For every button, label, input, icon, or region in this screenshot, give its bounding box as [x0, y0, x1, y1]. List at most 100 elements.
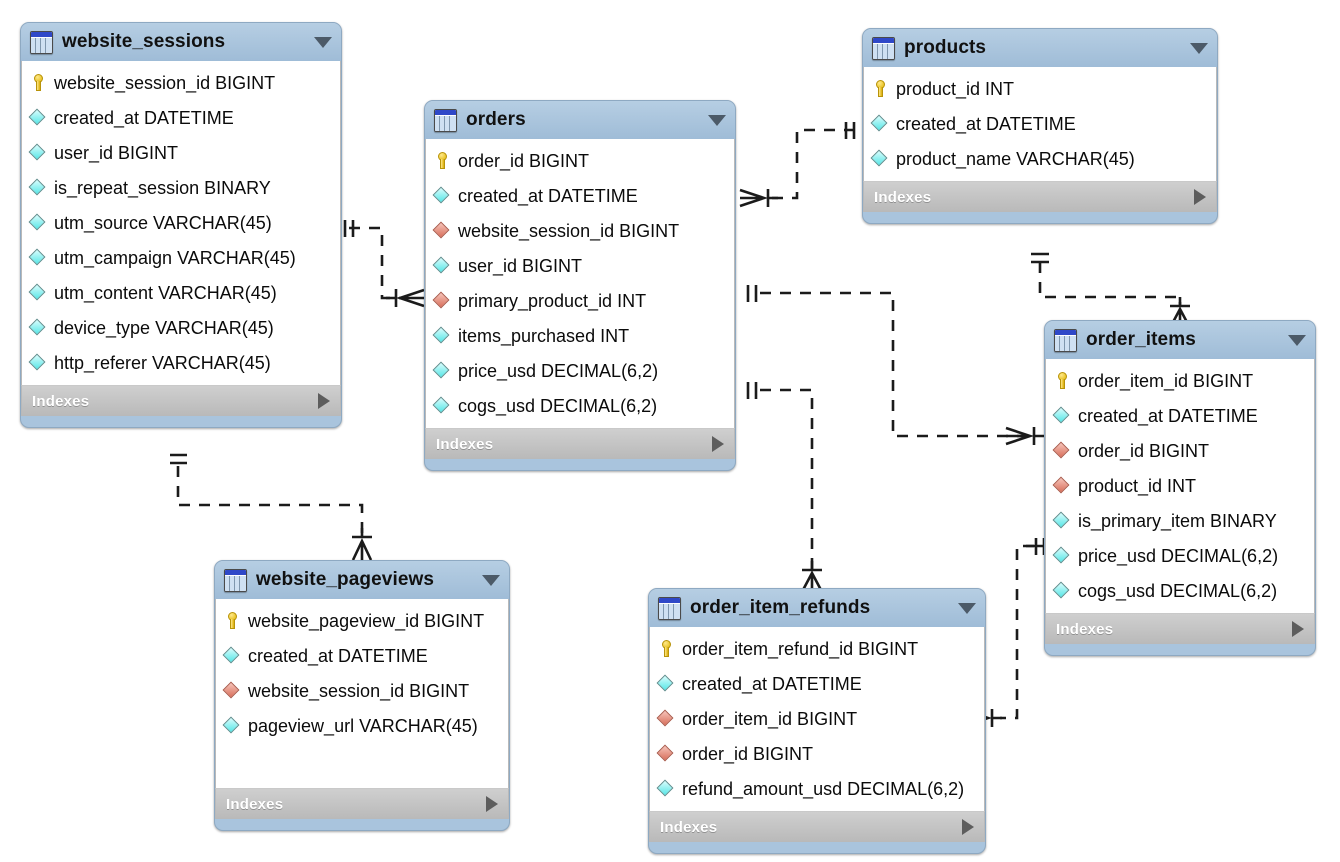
table-row[interactable]: website_pageview_id BIGINT [216, 603, 508, 638]
table-row[interactable]: website_session_id BIGINT [426, 213, 734, 248]
chevron-right-icon[interactable] [962, 819, 974, 835]
indexes-section-website_sessions[interactable]: Indexes [21, 385, 341, 416]
key-icon [30, 74, 47, 91]
marker-many-refunds-orders [801, 561, 823, 591]
column-label: refund_amount_usd DECIMAL(6,2) [682, 778, 965, 799]
cyan-diamond-icon [434, 257, 451, 274]
table-row[interactable]: price_usd DECIMAL(6,2) [426, 353, 734, 388]
table-row[interactable]: created_at DATETIME [864, 106, 1216, 141]
table-title: website_pageviews [256, 569, 435, 590]
column-label: website_session_id BIGINT [248, 680, 470, 701]
chevron-right-icon[interactable] [318, 393, 330, 409]
table-columns-order_item_refunds: order_item_refund_id BIGINT created_at D… [649, 627, 985, 811]
table-website_pageviews[interactable]: website_pageviews website_pageview_id BI… [214, 560, 510, 831]
table-row[interactable]: created_at DATETIME [216, 638, 508, 673]
column-label: device_type VARCHAR(45) [54, 317, 274, 338]
cyan-diamond-icon [1054, 512, 1071, 529]
column-label: price_usd DECIMAL(6,2) [458, 360, 659, 381]
marker-many-order_items-products [1169, 297, 1191, 327]
table-title: website_sessions [62, 31, 226, 52]
table-row[interactable]: order_id BIGINT [426, 143, 734, 178]
column-label: created_at DATETIME [896, 113, 1076, 134]
chevron-right-icon[interactable] [486, 796, 498, 812]
chevron-down-icon[interactable] [708, 114, 726, 126]
red-diamond-icon [434, 222, 451, 239]
chevron-down-icon[interactable] [1190, 42, 1208, 54]
table-header-website_sessions[interactable]: website_sessions [21, 23, 341, 61]
table-row[interactable]: items_purchased INT [426, 318, 734, 353]
connector-products-order_items [1038, 262, 1182, 305]
table-row[interactable]: website_session_id BIGINT [22, 65, 340, 100]
table-row[interactable]: created_at DATETIME [22, 100, 340, 135]
chevron-down-icon[interactable] [1288, 334, 1306, 346]
column-label: utm_campaign VARCHAR(45) [54, 247, 296, 268]
table-products[interactable]: products product_id INT created_at DATET… [862, 28, 1218, 224]
table-row[interactable]: order_item_id BIGINT [1046, 363, 1314, 398]
indexes-section-products[interactable]: Indexes [863, 181, 1217, 212]
table-row[interactable]: utm_source VARCHAR(45) [22, 205, 340, 240]
table-row[interactable]: product_id INT [1046, 468, 1314, 503]
table-row[interactable]: user_id BIGINT [22, 135, 340, 170]
red-diamond-icon [224, 682, 241, 699]
indexes-section-order_item_refunds[interactable]: Indexes [649, 811, 985, 842]
cyan-diamond-icon [30, 179, 47, 196]
table-row[interactable]: utm_content VARCHAR(45) [22, 275, 340, 310]
marker-one-ws-pv [170, 453, 187, 465]
column-label: cogs_usd DECIMAL(6,2) [1078, 580, 1278, 601]
table-row[interactable]: product_id INT [864, 71, 1216, 106]
table-header-order_items[interactable]: order_items [1045, 321, 1315, 359]
table-row[interactable]: pageview_url VARCHAR(45) [216, 708, 508, 743]
table-header-website_pageviews[interactable]: website_pageviews [215, 561, 509, 599]
table-row[interactable]: price_usd DECIMAL(6,2) [1046, 538, 1314, 573]
table-orders[interactable]: orders order_id BIGINT created_at DATETI… [424, 100, 736, 471]
table-row[interactable]: created_at DATETIME [426, 178, 734, 213]
table-row[interactable]: order_id BIGINT [1046, 433, 1314, 468]
table-row[interactable]: order_item_id BIGINT [650, 701, 984, 736]
marker-one-order_items-refunds [1026, 538, 1046, 555]
table-icon [658, 596, 681, 620]
marker-one-products-order_items [1031, 252, 1049, 264]
table-row[interactable]: order_item_refund_id BIGINT [650, 631, 984, 666]
table-order_item_refunds[interactable]: order_item_refunds order_item_refund_id … [648, 588, 986, 854]
table-row[interactable]: user_id BIGINT [426, 248, 734, 283]
table-row[interactable]: primary_product_id INT [426, 283, 734, 318]
table-row[interactable]: utm_campaign VARCHAR(45) [22, 240, 340, 275]
column-label: created_at DATETIME [248, 645, 428, 666]
table-row[interactable]: created_at DATETIME [650, 666, 984, 701]
chevron-down-icon[interactable] [958, 602, 976, 614]
table-row[interactable]: is_repeat_session BINARY [22, 170, 340, 205]
chevron-right-icon[interactable] [1292, 621, 1304, 637]
table-row[interactable]: order_id BIGINT [650, 736, 984, 771]
table-row[interactable]: http_referer VARCHAR(45) [22, 345, 340, 380]
table-row[interactable]: device_type VARCHAR(45) [22, 310, 340, 345]
table-row[interactable]: cogs_usd DECIMAL(6,2) [426, 388, 734, 423]
chevron-down-icon[interactable] [482, 574, 500, 586]
table-order_items[interactable]: order_items order_item_id BIGINT created… [1044, 320, 1316, 656]
column-label: product_id INT [1078, 475, 1197, 496]
indexes-section-order_items[interactable]: Indexes [1045, 613, 1315, 644]
table-row[interactable]: refund_amount_usd DECIMAL(6,2) [650, 771, 984, 806]
chevron-down-icon[interactable] [314, 36, 332, 48]
chevron-right-icon[interactable] [712, 436, 724, 452]
table-website_sessions[interactable]: website_sessions website_session_id BIGI… [20, 22, 342, 428]
indexes-section-orders[interactable]: Indexes [425, 428, 735, 459]
cyan-diamond-icon [30, 284, 47, 301]
table-header-orders[interactable]: orders [425, 101, 735, 139]
table-row[interactable]: product_name VARCHAR(45) [864, 141, 1216, 176]
column-label: website_session_id BIGINT [54, 72, 276, 93]
table-row[interactable]: website_session_id BIGINT [216, 673, 508, 708]
indexes-section-website_pageviews[interactable]: Indexes [215, 788, 509, 819]
chevron-right-icon[interactable] [1194, 189, 1206, 205]
table-row[interactable]: created_at DATETIME [1046, 398, 1314, 433]
table-header-order_item_refunds[interactable]: order_item_refunds [649, 589, 985, 627]
column-label: user_id BIGINT [54, 142, 179, 163]
table-row[interactable]: is_primary_item BINARY [1046, 503, 1314, 538]
table-header-products[interactable]: products [863, 29, 1217, 67]
marker-one-ws-orders [343, 220, 355, 237]
column-label: items_purchased INT [458, 325, 630, 346]
table-columns-website_sessions: website_session_id BIGINT created_at DAT… [21, 61, 341, 385]
table-row[interactable]: cogs_usd DECIMAL(6,2) [1046, 573, 1314, 608]
key-icon [872, 80, 889, 97]
table-icon [30, 30, 53, 54]
column-label: http_referer VARCHAR(45) [54, 352, 271, 373]
